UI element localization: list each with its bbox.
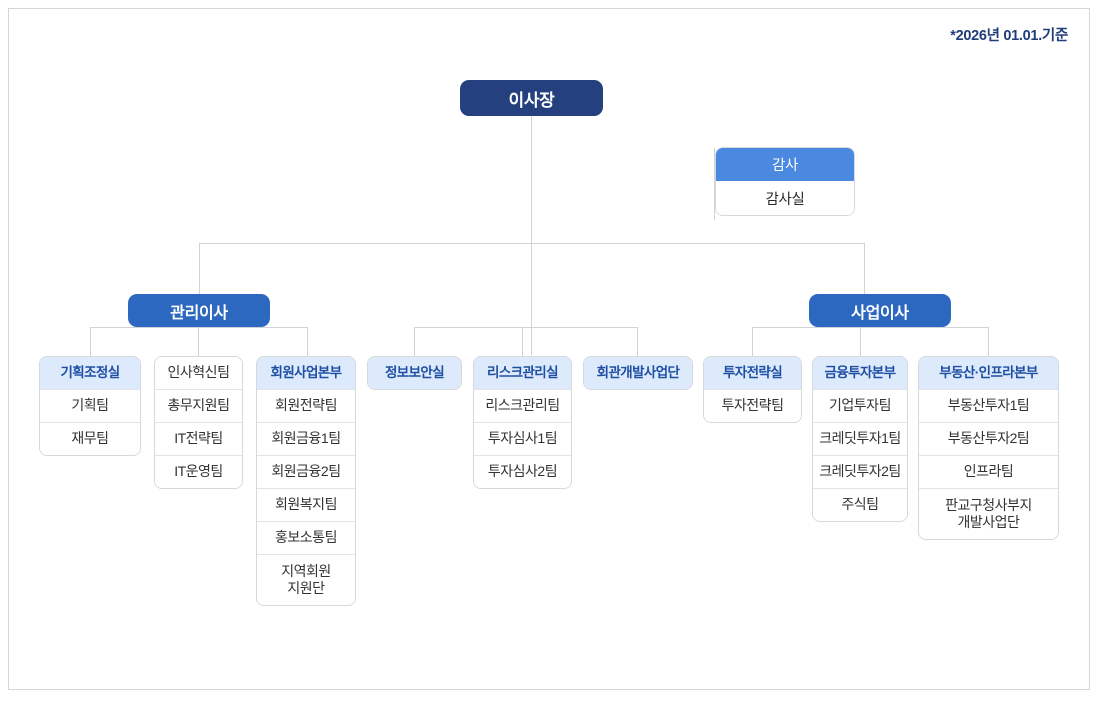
connector-drop-business — [864, 243, 865, 294]
dept-planning-header: 기획조정실 — [40, 357, 140, 389]
dept-financial-investment-header: 금융투자본부 — [813, 357, 907, 389]
dept-realestate-infra-header: 부동산·인프라본부 — [919, 357, 1058, 389]
connector-main-bus — [199, 243, 864, 244]
dept-realestate-infra-item-3[interactable]: 판교구청사부지 개발사업단 — [919, 488, 1058, 539]
dept-hr[interactable]: 인사혁신팀 총무지원팀 IT전략팀 IT운영팀 — [154, 356, 243, 489]
node-executive-management[interactable]: 관리이사 — [128, 294, 270, 327]
dept-risk-header: 리스크관리실 — [474, 357, 571, 389]
dept-investment-strategy-header: 투자전략실 — [704, 357, 801, 389]
connector-management-child-planning — [90, 327, 91, 356]
dept-investment-strategy[interactable]: 투자전략실 투자전략팀 — [703, 356, 802, 423]
dept-member-business-item-0[interactable]: 회원전략팀 — [257, 389, 355, 422]
dept-planning[interactable]: 기획조정실 기획팀 재무팀 — [39, 356, 141, 456]
dept-risk[interactable]: 리스크관리실 리스크관리팀 투자심사1팀 투자심사2팀 — [473, 356, 572, 489]
dept-member-business-item-4[interactable]: 홍보소통팀 — [257, 521, 355, 554]
connector-center-child-hall — [637, 327, 638, 356]
dept-member-business-item-2[interactable]: 회원금융2팀 — [257, 455, 355, 488]
dept-realestate-infra-item-0[interactable]: 부동산투자1팀 — [919, 389, 1058, 422]
dept-member-business-header: 회원사업본부 — [257, 357, 355, 389]
dept-info-security[interactable]: 정보보안실 — [367, 356, 462, 390]
dept-realestate-infra-item-1[interactable]: 부동산투자2팀 — [919, 422, 1058, 455]
node-audit-header: 감사 — [716, 148, 854, 181]
dept-risk-item-2[interactable]: 투자심사2팀 — [474, 455, 571, 488]
dept-risk-item-0[interactable]: 리스크관리팀 — [474, 389, 571, 422]
dept-hr-item-2[interactable]: IT운영팀 — [155, 455, 242, 488]
dept-hall-development-header: 회관개발사업단 — [584, 357, 692, 389]
connector-audit-stub — [714, 148, 715, 220]
dept-info-security-header: 정보보안실 — [368, 357, 461, 389]
dept-planning-item-0[interactable]: 기획팀 — [40, 389, 140, 422]
dept-hr-item-0[interactable]: 총무지원팀 — [155, 389, 242, 422]
dept-financial-investment-item-2[interactable]: 크레딧투자2팀 — [813, 455, 907, 488]
dept-hall-development[interactable]: 회관개발사업단 — [583, 356, 693, 390]
chart-frame — [8, 8, 1090, 690]
effective-date-note: *2026년 01.01.기준 — [950, 28, 1068, 44]
dept-planning-item-1[interactable]: 재무팀 — [40, 422, 140, 455]
connector-center-child-infosec — [414, 327, 415, 356]
connector-business-bus — [752, 327, 989, 328]
dept-hr-header[interactable]: 인사혁신팀 — [155, 357, 242, 389]
dept-financial-investment-item-0[interactable]: 기업투자팀 — [813, 389, 907, 422]
node-executive-business-label: 사업이사 — [851, 304, 909, 322]
dept-member-business-item-1[interactable]: 회원금융1팀 — [257, 422, 355, 455]
connector-business-child-realestate — [988, 327, 989, 356]
connector-management-child-member — [307, 327, 308, 356]
connector-business-child-financial — [860, 327, 861, 356]
node-executive-management-label: 관리이사 — [170, 304, 228, 322]
dept-risk-item-1[interactable]: 투자심사1팀 — [474, 422, 571, 455]
dept-investment-strategy-item-0[interactable]: 투자전략팀 — [704, 389, 801, 422]
connector-chairman-spine — [531, 115, 532, 355]
dept-member-business-item-3[interactable]: 회원복지팀 — [257, 488, 355, 521]
node-chairman[interactable]: 이사장 — [460, 80, 603, 116]
dept-member-business[interactable]: 회원사업본부 회원전략팀 회원금융1팀 회원금융2팀 회원복지팀 홍보소통팀 지… — [256, 356, 356, 606]
node-chairman-label: 이사장 — [508, 90, 555, 110]
connector-center-child-risk — [522, 327, 523, 356]
dept-financial-investment[interactable]: 금융투자본부 기업투자팀 크레딧투자1팀 크레딧투자2팀 주식팀 — [812, 356, 908, 522]
connector-center-bus — [414, 327, 638, 328]
dept-realestate-infra-item-2[interactable]: 인프라팀 — [919, 455, 1058, 488]
dept-financial-investment-item-3[interactable]: 주식팀 — [813, 488, 907, 521]
connector-management-bus — [90, 327, 308, 328]
dept-member-business-item-5[interactable]: 지역회원 지원단 — [257, 554, 355, 605]
dept-realestate-infra[interactable]: 부동산·인프라본부 부동산투자1팀 부동산투자2팀 인프라팀 판교구청사부지 개… — [918, 356, 1059, 540]
dept-financial-investment-item-1[interactable]: 크레딧투자1팀 — [813, 422, 907, 455]
node-audit-item-0[interactable]: 감사실 — [716, 181, 854, 215]
connector-management-child-hr — [198, 327, 199, 356]
node-executive-business[interactable]: 사업이사 — [809, 294, 951, 327]
node-audit[interactable]: 감사 감사실 — [715, 147, 855, 216]
connector-drop-management — [199, 243, 200, 294]
connector-business-child-invstrategy — [752, 327, 753, 356]
dept-hr-item-1[interactable]: IT전략팀 — [155, 422, 242, 455]
